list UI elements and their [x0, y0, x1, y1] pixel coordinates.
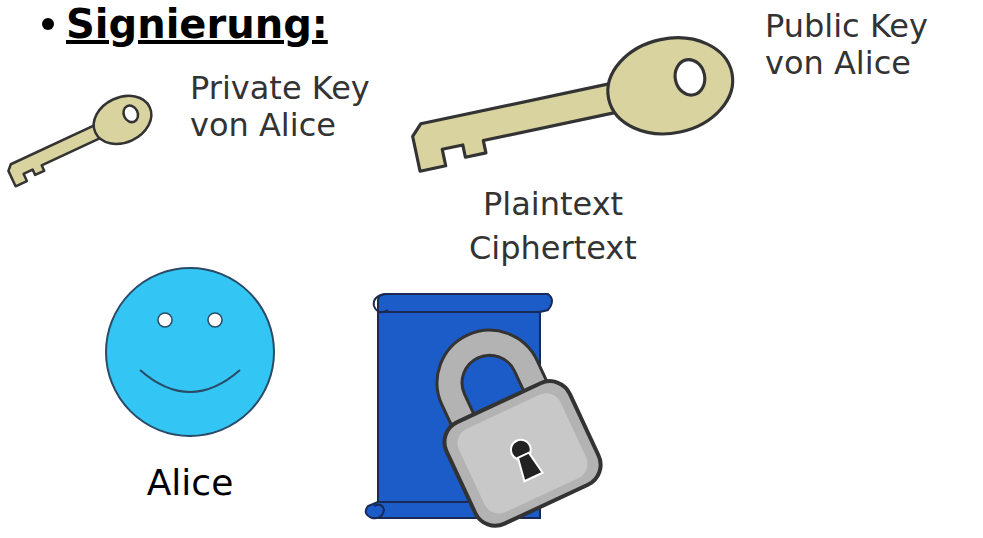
person-name: Alice: [100, 462, 280, 503]
key-label: Public Key von Alice: [765, 8, 977, 82]
private-key-icon: [0, 87, 159, 193]
text-state-label: Ciphertext: [469, 230, 637, 267]
public-key-icon: [404, 27, 742, 187]
padlock-icon: [411, 318, 608, 533]
key-label: Private Key von Alice: [190, 70, 405, 144]
smiley-face: [100, 262, 280, 442]
bullet-dot: [42, 18, 54, 30]
text-state-label: Plaintext: [483, 186, 623, 223]
slide-title: Signierung:: [66, 0, 328, 48]
person-node: Alice: [100, 262, 280, 518]
